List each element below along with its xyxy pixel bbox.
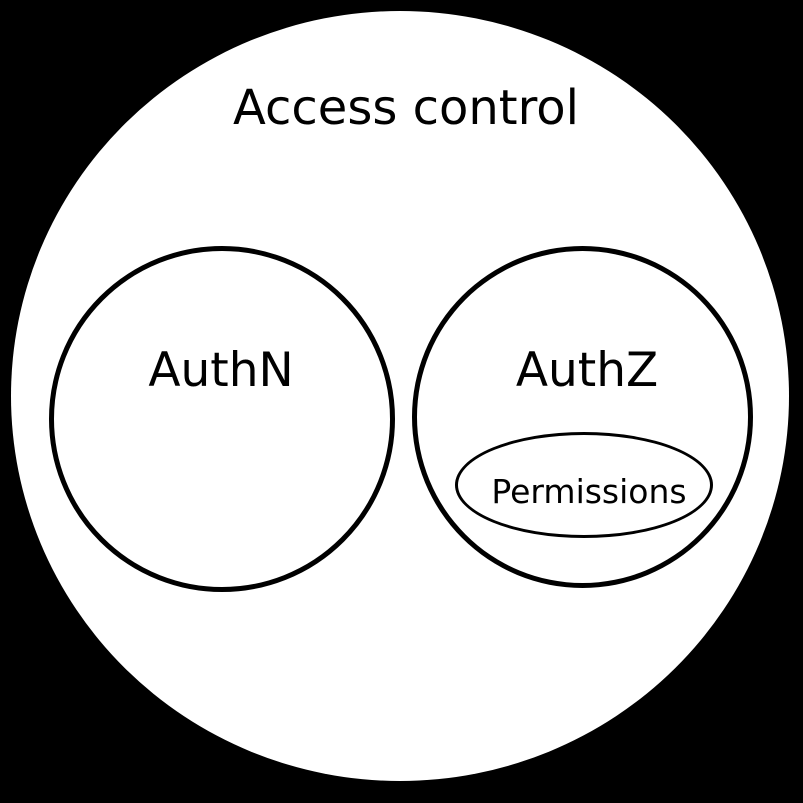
authn-label: AuthN (148, 343, 294, 398)
permissions-set-ellipse (455, 432, 713, 538)
access-control-label: Access control (233, 80, 579, 136)
permissions-label: Permissions (491, 472, 687, 511)
authz-label: AuthZ (515, 343, 659, 398)
authn-set-circle (49, 246, 395, 592)
